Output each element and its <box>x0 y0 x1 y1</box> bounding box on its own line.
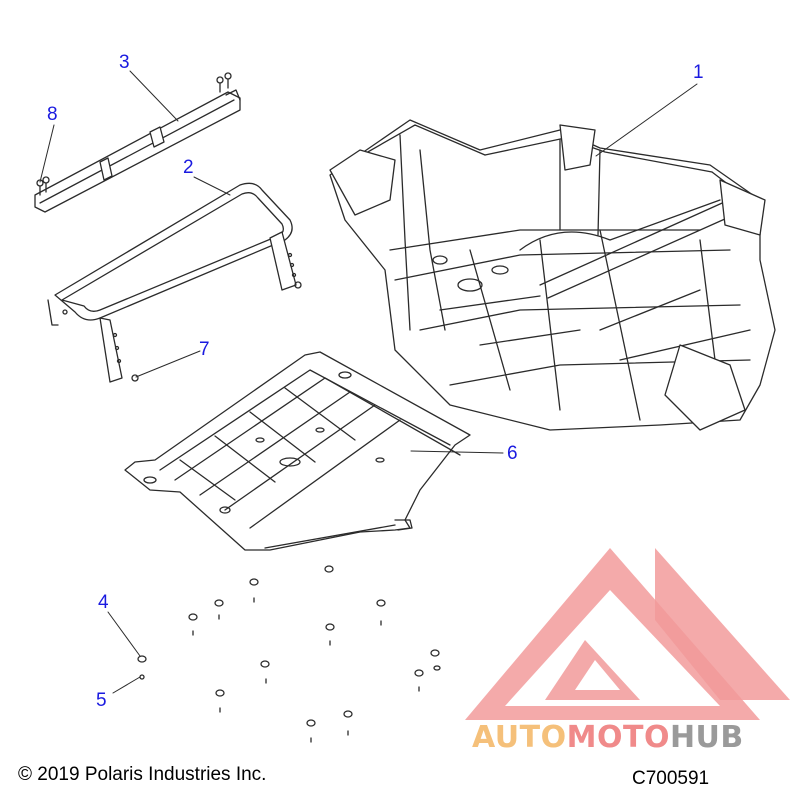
diagram-code: C700591 <box>632 768 710 789</box>
part-3-cross-bar <box>34 72 241 213</box>
callout-8: 8 <box>47 104 58 125</box>
part-7-fastener <box>131 374 139 382</box>
callout-2: 2 <box>183 157 194 178</box>
callout-6: 6 <box>507 443 518 464</box>
wordmark-auto: AUTO <box>472 720 567 755</box>
copyright-text: © 2019 Polaris Industries Inc. <box>18 764 267 785</box>
part-2-rack-frame <box>47 182 302 383</box>
automotohub-wordmark: AUTOMOTOHUB <box>472 720 744 755</box>
automotohub-logo <box>465 548 790 720</box>
part-6-floor-pan <box>124 351 471 551</box>
callout-3: 3 <box>119 52 130 73</box>
leader-lines <box>39 70 698 694</box>
callout-5: 5 <box>96 690 107 711</box>
wordmark-hub: HUB <box>669 720 744 755</box>
part-4-5-fasteners <box>137 565 441 743</box>
part-1-main-frame <box>329 119 776 431</box>
callout-4: 4 <box>98 592 109 613</box>
callout-1: 1 <box>693 62 704 83</box>
callout-7: 7 <box>199 339 210 360</box>
wordmark-moto: MOTO <box>566 720 670 755</box>
